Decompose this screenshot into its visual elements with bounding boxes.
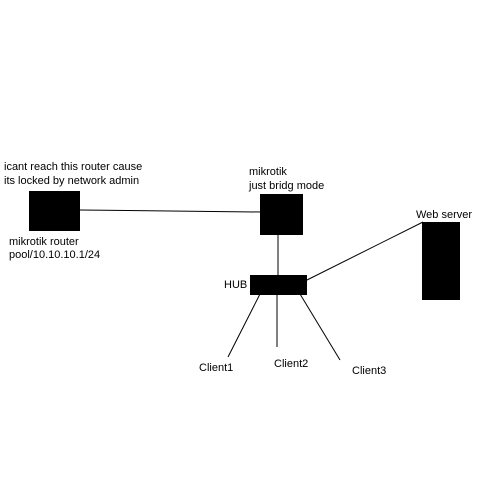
- mikrotik-router-node: [29, 191, 80, 231]
- mikrotik-bridge-node: [260, 194, 303, 235]
- hub-label: HUB: [224, 279, 248, 291]
- bridge-label-line1: mikrotik: [249, 166, 287, 178]
- router-note-line2: its locked by network admin: [4, 175, 140, 187]
- bridge-label-line2: just bridg mode: [249, 180, 325, 192]
- router-note-line1: icant reach this router cause: [4, 161, 143, 173]
- hub-to-client3-link: [299, 293, 341, 361]
- hub-to-web-server-link: [304, 221, 424, 282]
- router-label-line1: mikrotik router: [9, 236, 79, 248]
- router-to-bridge-link: [79, 209, 261, 213]
- hub-node: [250, 275, 307, 295]
- web-server-label: Web server: [416, 209, 473, 221]
- client3-label: Client3: [352, 365, 387, 377]
- client1-label: Client1: [199, 362, 234, 374]
- hub-to-client1-link: [227, 293, 261, 358]
- web-server-node: [422, 222, 460, 300]
- client2-label: Client2: [274, 358, 309, 370]
- router-label-line2: pool/10.10.10.1/24: [9, 249, 101, 261]
